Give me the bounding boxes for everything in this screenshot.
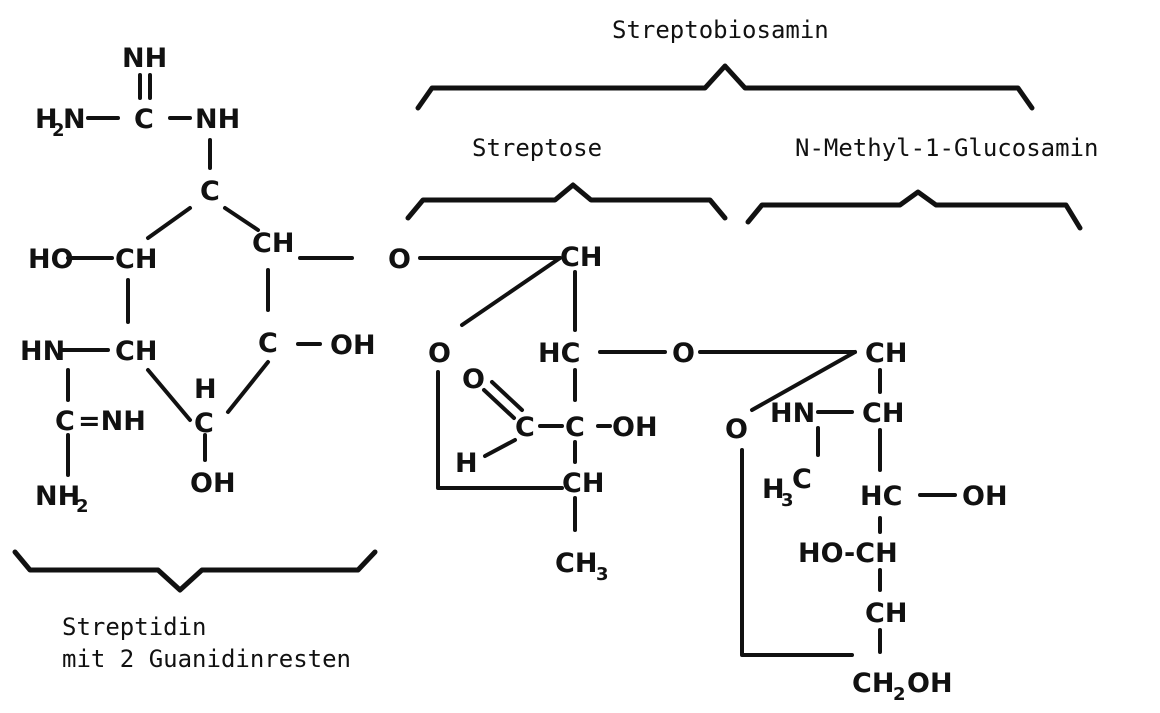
atom-ch3: CH <box>555 548 597 579</box>
atom-nh2-sub: 2 <box>76 496 89 517</box>
brace-glucosamin <box>745 189 1083 231</box>
atom-oh-bottom: OH <box>190 468 236 499</box>
atom-o-ring: O <box>428 338 451 369</box>
atom-nh-top: NH <box>122 43 167 74</box>
glucosamin-bonds <box>698 350 957 657</box>
atom-hn-left: HN <box>20 336 65 367</box>
atom-o-aldehyde: O <box>462 364 485 395</box>
atom-eq-nh: =NH <box>78 406 146 437</box>
atom-ch-left: CH <box>115 244 157 275</box>
atom-hc: HC <box>860 481 902 512</box>
atom-c-guanidine-1: C <box>134 104 154 135</box>
atom-h2n-n: N <box>63 104 86 135</box>
atom-nh2-n: NH <box>35 481 80 512</box>
atom-h2n-sub: 2 <box>52 120 65 141</box>
atom-h-aldehyde: H <box>455 448 478 479</box>
atom-ch-top: CH <box>865 338 907 369</box>
glucosamin-atoms: CH O HN CH H 3 C HC OH HO-CH CH CH 2 OH <box>725 338 1008 705</box>
atom-ch-mid: CH <box>115 336 157 367</box>
atom-oh-right: OH <box>330 330 376 361</box>
caption-streptidin-line1: Streptidin <box>62 613 207 641</box>
atom-c-guanidine-2: C <box>55 406 75 437</box>
atom-c-center: C <box>565 412 585 443</box>
atom-oh: OH <box>962 481 1008 512</box>
atom-ho-left: HO <box>28 244 74 275</box>
atom-c-right: C <box>258 328 278 359</box>
atom-ch-low: CH <box>562 468 604 499</box>
atom-ch2oh-oh: OH <box>907 668 953 699</box>
atom-ho-ch: HO-CH <box>798 538 898 569</box>
brace-streptose <box>405 182 728 221</box>
atom-ch-2: CH <box>862 398 904 429</box>
atom-ch2oh-sub: 2 <box>893 684 906 705</box>
atom-c-ring-top: C <box>200 176 220 207</box>
atom-nh-guanidine-1: NH <box>195 104 240 135</box>
atom-ch-right: CH <box>252 228 294 259</box>
atom-h3c-c: C <box>792 464 812 495</box>
atom-oh: OH <box>612 412 658 443</box>
caption-glucosamin: N-Methyl-1-Glucosamin <box>795 134 1098 162</box>
atom-ch3-sub: 3 <box>596 564 609 585</box>
streptidin-bonds <box>58 73 354 477</box>
atom-hn: HN <box>770 398 815 429</box>
atom-h3c-sub: 3 <box>781 490 794 511</box>
atom-o-bridge: O <box>672 338 695 369</box>
caption-streptose: Streptose <box>472 134 602 162</box>
caption-streptidin-line2: mit 2 Guanidinresten <box>62 645 351 673</box>
atom-ch-5: CH <box>865 598 907 629</box>
caption-streptobiosamin: Streptobiosamin <box>612 16 829 44</box>
atom-h2n-h: H <box>35 104 58 135</box>
atom-hc: HC <box>538 338 580 369</box>
brace-streptobiosamin <box>415 63 1035 111</box>
brace-streptidin <box>12 549 378 593</box>
streptidin-atoms: NH H 2 N C NH C HO CH CH HN CH C OH C =N… <box>20 43 376 517</box>
streptose-bonds <box>418 256 667 532</box>
atom-o-ring: O <box>725 414 748 445</box>
atom-c-aldehyde: C <box>515 412 535 443</box>
atom-ch2oh-ch: CH <box>852 668 894 699</box>
atom-h-bottom: H <box>194 374 217 405</box>
atom-o-link: O <box>388 244 411 275</box>
atom-h3c-h: H <box>762 474 785 505</box>
streptose-atoms: O CH O HC O O C C OH H CH CH 3 <box>388 242 695 585</box>
atom-c-bottom: C <box>194 408 214 439</box>
atom-ch-top: CH <box>560 242 602 273</box>
